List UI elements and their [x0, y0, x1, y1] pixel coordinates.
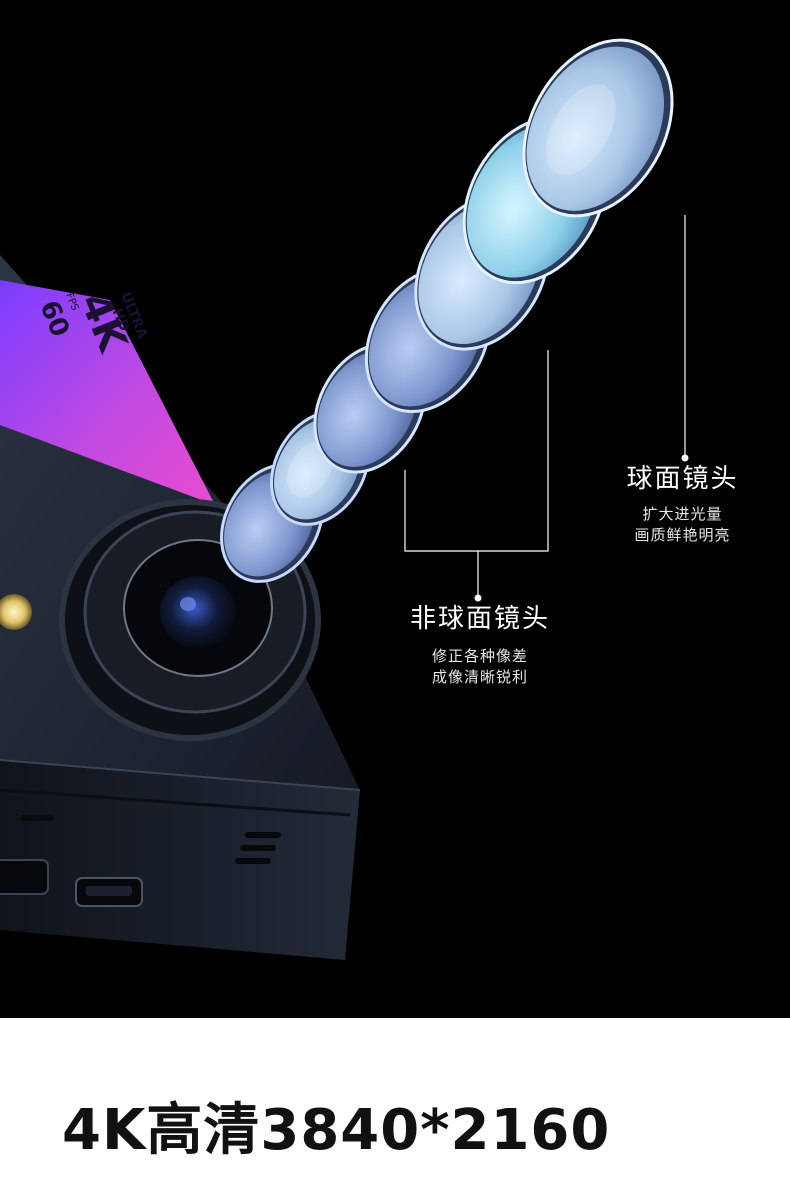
spherical-lens-callout: 球面镜头 扩大进光量 画质鲜艳明亮 — [615, 462, 750, 546]
hdmi-port — [0, 859, 49, 895]
hero-illustration: 4K ULTRA HD 60 FPS — [0, 0, 790, 1018]
aspherical-lens-desc-1: 修正各种像差 — [431, 647, 528, 665]
speaker-grille — [235, 832, 281, 864]
ultra-hd-badge: 4K ULTRA HD 60 FPS — [0, 280, 215, 505]
camera-front-face — [0, 760, 360, 960]
callout-leader-lines — [404, 215, 689, 602]
led-light — [0, 594, 32, 630]
spherical-lens-desc-2: 画质鲜艳明亮 — [634, 526, 731, 544]
footer-section: 4K高清3840*2160 — [0, 1018, 790, 1199]
lens-elements — [220, 38, 674, 583]
mic-hole — [20, 815, 54, 821]
lens-element-7 — [522, 38, 674, 218]
aspherical-lens-desc-2: 成像清晰锐利 — [431, 668, 528, 686]
lens-eye — [160, 576, 236, 648]
aspherical-lens-callout: 非球面镜头 修正各种像差 成像清晰锐利 — [395, 602, 565, 688]
camera-lens-illustration: 4K ULTRA HD 60 FPS — [0, 38, 689, 960]
spherical-lens-desc-1: 扩大进光量 — [642, 505, 723, 523]
spherical-lens-title: 球面镜头 — [626, 464, 739, 494]
aspherical-lens-title: 非球面镜头 — [409, 604, 550, 634]
resolution-heading: 4K高清3840*2160 — [62, 1098, 611, 1163]
